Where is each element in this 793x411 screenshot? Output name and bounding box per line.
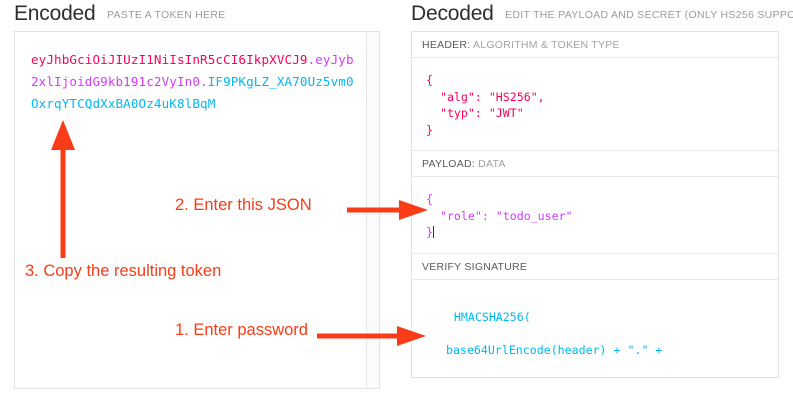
signature-section-label: VERIFY SIGNATURE	[412, 253, 778, 280]
decoded-title: Decoded	[411, 2, 494, 25]
header-section-label-bold: HEADER:	[422, 39, 471, 51]
encoded-title: Encoded	[14, 2, 96, 25]
encoded-token-text[interactable]: eyJhbGciOiJIUzI1NiIsInR5cCI6IkpXVCJ9.eyJ…	[31, 49, 361, 115]
payload-section-label-bold: PAYLOAD:	[422, 158, 475, 170]
encoded-column-heading: Encoded PASTE A TOKEN HERE	[14, 2, 226, 26]
decoded-column-heading: Decoded EDIT THE PAYLOAD AND SECRET (ONL…	[411, 2, 793, 26]
annotation-step-2: 2. Enter this JSON	[175, 196, 312, 214]
payload-section-label-muted: DATA	[478, 158, 506, 170]
decoded-subtitle: EDIT THE PAYLOAD AND SECRET (ONLY HS256 …	[505, 9, 793, 21]
payload-json-editor[interactable]: { "role": "todo_user" }	[412, 177, 778, 254]
signature-verification-block: HMACSHA256( base64UrlEncode(header) + ".…	[412, 280, 778, 378]
token-payload-segment: eyJyb2xlIjoidG9kb191c2VyIn0	[31, 52, 354, 89]
header-section-label: HEADER: ALGORITHM & TOKEN TYPE	[412, 32, 778, 58]
hmac-line-1: HMACSHA256(	[453, 310, 531, 324]
header-section-label-muted: ALGORITHM & TOKEN TYPE	[473, 39, 620, 51]
decoded-panel: HEADER: ALGORITHM & TOKEN TYPE { "alg": …	[411, 31, 779, 378]
text-caret	[432, 226, 434, 238]
token-header-segment: eyJhbGciOiJIUzI1NiIsInR5cCI6IkpXVCJ9	[31, 52, 308, 67]
token-signature-segment: IF9PKgLZ_XA70Uz5vm0OxrqYTCQdXxBA0Oz4uK8l…	[31, 74, 354, 111]
annotation-arrow-to-payload-editor	[347, 199, 429, 221]
annotation-step-3: 3. Copy the resulting token	[25, 262, 222, 280]
annotation-step-1: 1. Enter password	[175, 321, 308, 339]
signature-section-label-bold: VERIFY SIGNATURE	[422, 260, 528, 273]
annotation-arrow-to-secret-input	[317, 325, 427, 347]
encoded-subtitle: PASTE A TOKEN HERE	[106, 9, 226, 21]
annotation-arrow-to-encoded-token	[50, 120, 76, 258]
header-json-editor[interactable]: { "alg": "HS256", "typ": "JWT" }	[412, 58, 778, 151]
token-separator-1: .	[307, 52, 316, 67]
token-separator-2: .	[200, 74, 208, 89]
payload-json-text: { "role": "todo_user" }	[426, 192, 573, 239]
payload-section-label: PAYLOAD: DATA	[412, 151, 778, 177]
hmac-line-2: base64UrlEncode(header) + "." +	[446, 343, 663, 357]
